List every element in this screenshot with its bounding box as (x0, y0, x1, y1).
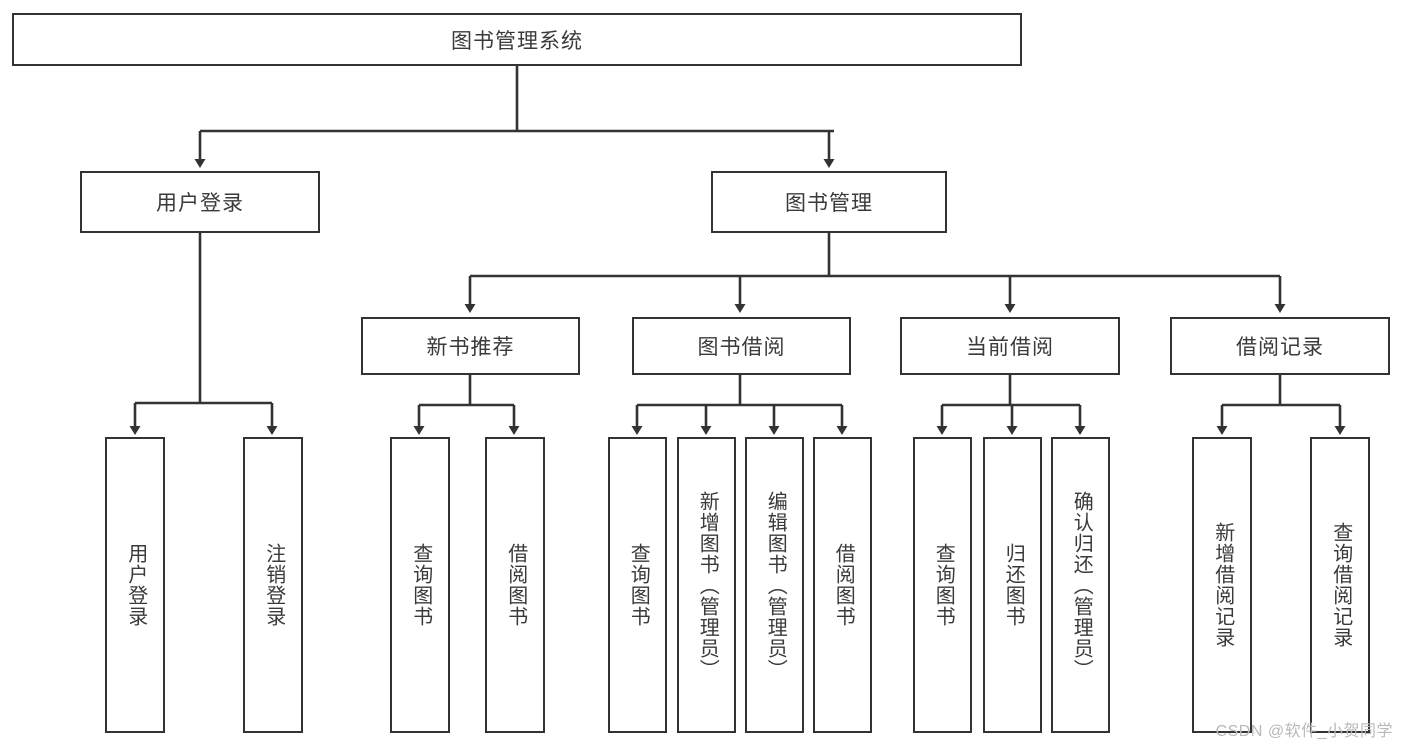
node-root-label: 图书管理系统 (451, 29, 583, 53)
node-book-borrow[interactable]: 图书借阅 (632, 317, 851, 375)
node-current-borrow[interactable]: 当前借阅 (900, 317, 1120, 375)
leaf-user-login[interactable]: 用户登录 (105, 437, 165, 733)
leaf-query-borrow-record[interactable]: 查询借阅记录 (1310, 437, 1370, 733)
leaf-user-login-label: 用户登录 (124, 543, 147, 627)
node-new-book-recommend-label: 新书推荐 (426, 336, 515, 359)
leaf-confirm-return-admin[interactable]: 确认归还（管理员） (1051, 437, 1110, 733)
leaf-add-book-admin[interactable]: 新增图书（管理员） (677, 437, 736, 733)
node-current-borrow-label: 当前借阅 (966, 336, 1054, 359)
leaf-borrow-book-1[interactable]: 借阅图书 (485, 437, 545, 733)
node-book-borrow-label: 图书借阅 (697, 336, 786, 359)
leaf-query-book-3[interactable]: 查询图书 (913, 437, 972, 733)
leaf-add-borrow-record-label: 新增借阅记录 (1211, 522, 1234, 648)
leaf-add-book-admin-label: 新增图书（管理员） (696, 490, 719, 680)
leaf-edit-book-admin[interactable]: 编辑图书（管理员） (745, 437, 804, 733)
leaf-borrow-book-2[interactable]: 借阅图书 (813, 437, 872, 733)
leaf-confirm-return-admin-label: 确认归还（管理员） (1070, 490, 1093, 680)
node-borrow-record-label: 借阅记录 (1236, 336, 1324, 359)
leaf-logout-login-label: 注销登录 (262, 543, 285, 627)
node-book-management-label: 图书管理 (785, 192, 873, 215)
leaf-borrow-book-1-label: 借阅图书 (504, 543, 527, 627)
node-user-login[interactable]: 用户登录 (80, 171, 320, 233)
leaf-logout-login[interactable]: 注销登录 (243, 437, 303, 733)
leaf-query-book-2[interactable]: 查询图书 (608, 437, 667, 733)
node-borrow-record[interactable]: 借阅记录 (1170, 317, 1390, 375)
node-new-book-recommend[interactable]: 新书推荐 (361, 317, 580, 375)
leaf-query-borrow-record-label: 查询借阅记录 (1329, 522, 1352, 648)
node-book-management[interactable]: 图书管理 (711, 171, 947, 233)
leaf-query-book-2-label: 查询图书 (627, 543, 650, 627)
node-root[interactable]: 图书管理系统 (12, 13, 1022, 66)
node-user-login-label: 用户登录 (156, 192, 244, 215)
leaf-return-book-label: 归还图书 (1002, 543, 1025, 627)
leaf-query-book-1[interactable]: 查询图书 (390, 437, 450, 733)
leaf-return-book[interactable]: 归还图书 (983, 437, 1042, 733)
leaf-add-borrow-record[interactable]: 新增借阅记录 (1192, 437, 1252, 733)
leaf-borrow-book-2-label: 借阅图书 (832, 543, 855, 627)
watermark: CSDN @软件_小贺同学 (1215, 723, 1393, 740)
leaf-edit-book-admin-label: 编辑图书（管理员） (764, 490, 787, 680)
leaf-query-book-3-label: 查询图书 (932, 543, 955, 627)
leaf-query-book-1-label: 查询图书 (409, 543, 432, 627)
